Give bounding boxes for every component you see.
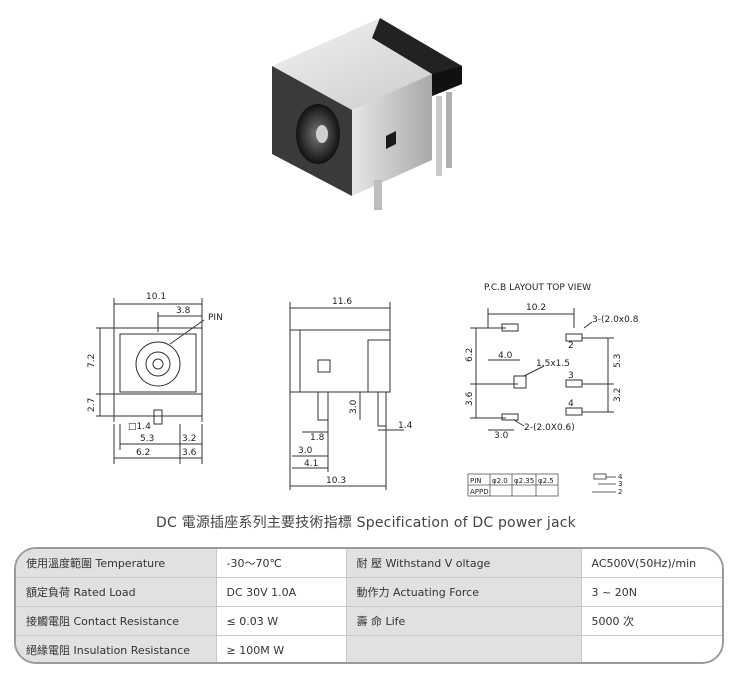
schematic-pin-4: 4 [618,473,623,481]
spec-label: 壽 命 Life [345,606,581,636]
pcb-dim-width: 10.2 [526,303,546,313]
pcb-pin-3: 3 [568,371,574,381]
pcb-dim-height: 6.2 [465,348,475,362]
front-dim-w1: 5.3 [140,434,154,444]
spec-value: -30～70℃ [215,549,346,578]
spec-label: 絕緣電阻 Insulation Resistance [16,635,216,662]
pcb-dim-lower-left: 3.6 [465,391,475,406]
pin-table-pin: PIN [470,477,482,485]
spec-label [345,635,581,662]
spec-label: 使用溫度範圍 Temperature [16,549,216,578]
side-dim-pin-w: 1.4 [398,421,413,431]
spec-value [580,635,722,662]
pcb-dim-offset: 4.0 [498,351,513,361]
side-view-drawing: 11.6 3.0 1.4 1.8 3.0 4.1 10.3 [289,297,413,490]
side-dim-d1: 1.8 [310,433,325,443]
pcb-dim-lower-right: 3.2 [613,388,623,402]
spec-value: AC500V(50Hz)/min [580,549,722,578]
pcb-center-pad: 1.5x1.5 [536,359,570,369]
pcb-heading: P.C.B LAYOUT TOP VIEW [484,283,591,293]
schematic-pin-3: 3 [618,480,622,488]
schematic-pin-2: 2 [618,488,622,496]
spec-value: ≥ 100M W [215,635,346,662]
front-dim-height: 7.2 [87,354,97,368]
spec-value: 5000 次 [580,606,722,636]
front-dim-lower: 2.7 [87,398,97,412]
spec-label: 接觸電阻 Contact Resistance [16,606,216,636]
spec-row: 額定負荷 Rated Load DC 30V 1.0A 動作力 Actuatin… [16,577,722,607]
pcb-dim-right-h: 5.3 [613,354,623,368]
front-dim-width: 10.1 [146,292,166,302]
side-dim-top: 11.6 [332,297,352,307]
spec-row: 接觸電阻 Contact Resistance ≤ 0.03 W 壽 命 Lif… [16,606,722,636]
front-dim-w3: 6.2 [136,448,150,458]
spec-label: 額定負荷 Rated Load [16,577,216,607]
front-dim-pin-sq: □1.4 [128,422,151,432]
pcb-pin-4: 4 [568,399,574,409]
front-dim-w4: 3.6 [182,448,197,458]
pin-table-d3: φ2.5 [538,477,554,485]
dc-jack-product-image [272,18,462,210]
spec-table: 使用溫度範圍 Temperature -30～70℃ 耐 壓 Withstand… [14,547,724,664]
spec-title: DC 電源插座系列主要技術指標 Specification of DC powe… [156,515,576,531]
spec-label: 動作力 Actuating Force [345,577,581,607]
spec-row: 使用溫度範圍 Temperature -30～70℃ 耐 壓 Withstand… [16,549,722,578]
spec-label: 耐 壓 Withstand V oltage [345,549,581,578]
pcb-pin-2: 2 [568,341,574,351]
side-dim-d2: 3.0 [298,446,313,456]
spec-value: DC 30V 1.0A [215,577,346,607]
side-dim-d3: 4.1 [304,459,318,469]
front-dim-w2: 3.2 [182,434,196,444]
pcb-dim-bottom-w: 3.0 [494,431,509,441]
side-dim-pin-h: 3.0 [349,399,359,414]
spec-value: 3 ~ 20N [580,577,722,607]
pin-table-d1: φ2.0 [492,477,508,485]
spec-value: ≤ 0.03 W [215,606,346,636]
side-dim-total: 10.3 [326,476,346,486]
spec-row: 絕緣電阻 Insulation Resistance ≥ 100M W [16,635,722,662]
pcb-layout-drawing: P.C.B LAYOUT TOP VIEW 10.2 3-(2.0x0.8) 6… [465,283,638,497]
front-dim-inner: 3.8 [176,306,191,316]
pin-table-appd: APPD [470,488,489,496]
pcb-pad-label-top: 3-(2.0x0.8) [592,315,638,325]
front-dim-pin-label: PIN [208,313,223,323]
pin-table-d2: φ2.35 [514,477,534,485]
pcb-pad-label-bottom: 2-(2.0X0.6) [524,423,575,433]
front-view-drawing: 10.1 3.8 PIN 7.2 2.7 □1.4 5.3 3.2 6.2 3.… [87,292,223,464]
